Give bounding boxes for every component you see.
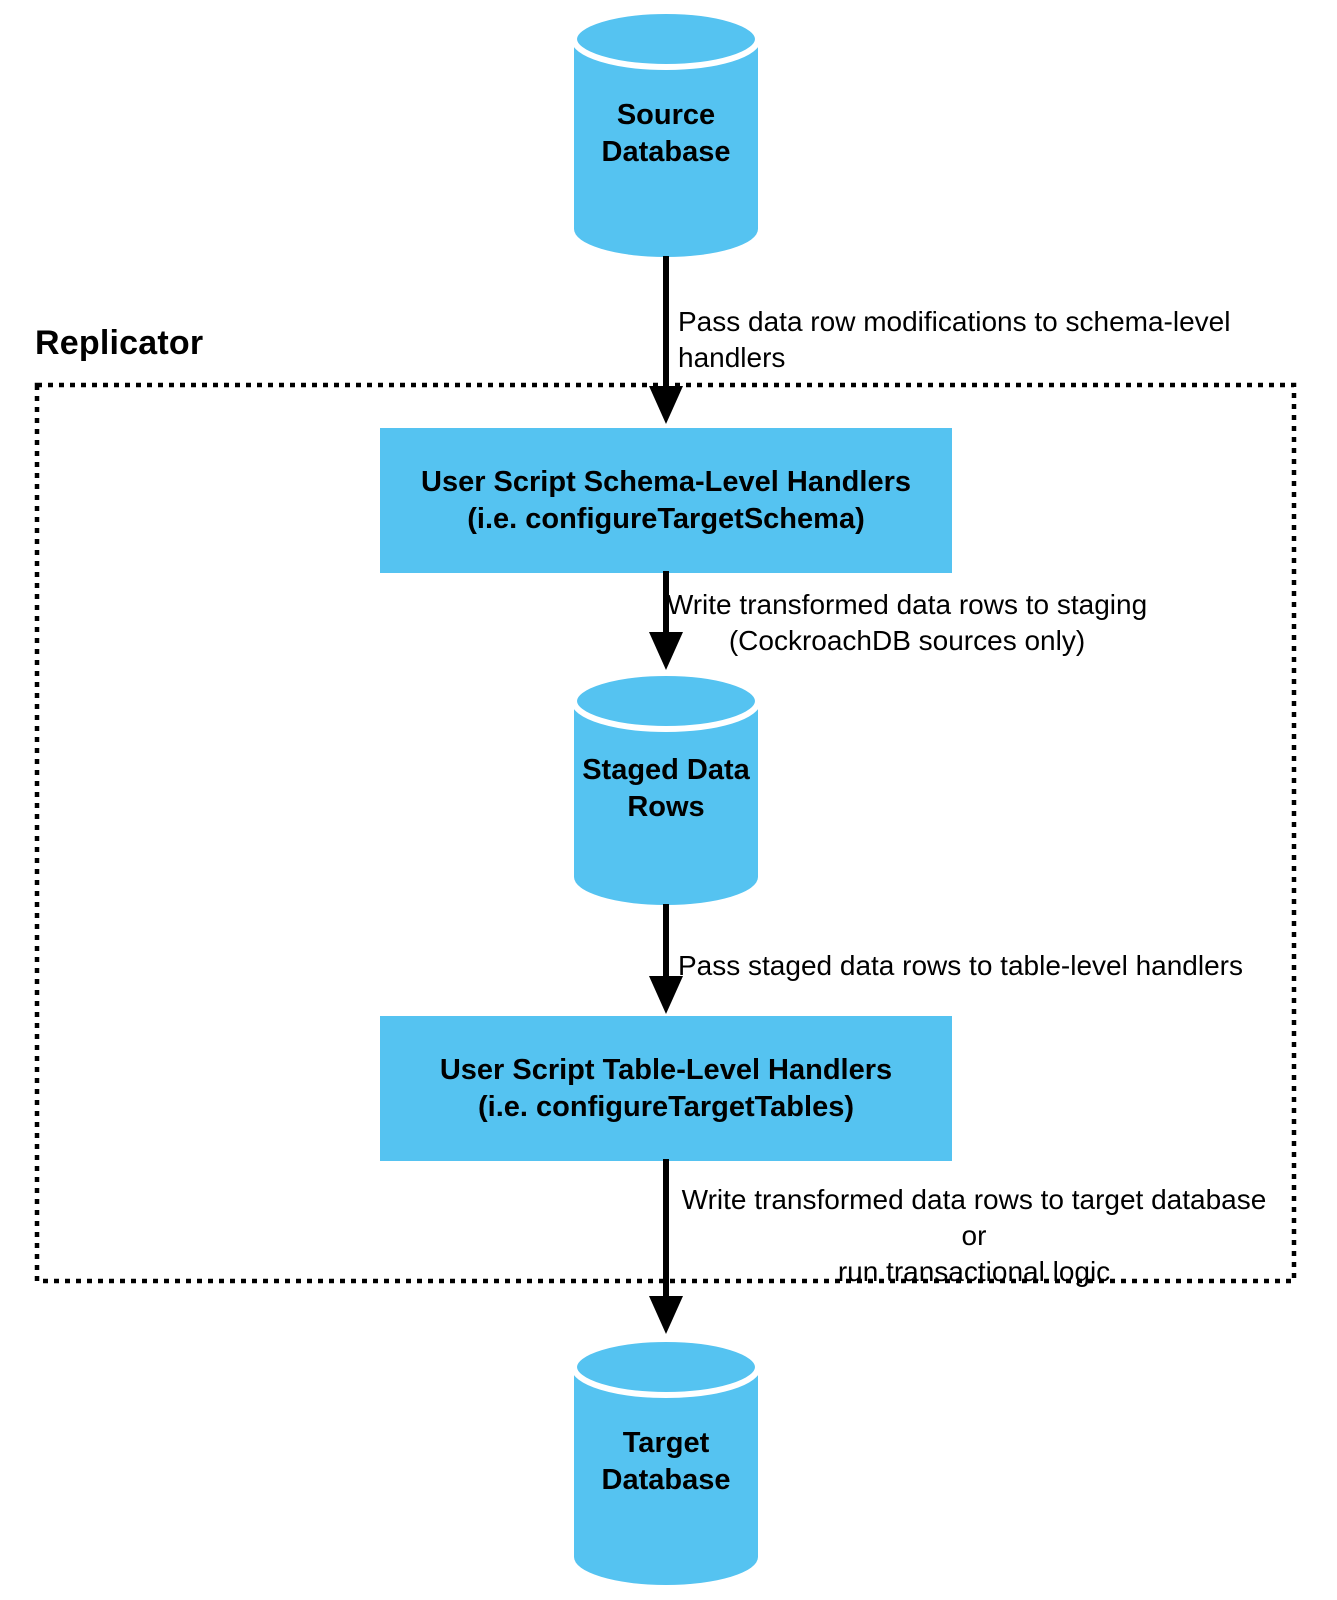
source-database-label: Source Database bbox=[601, 99, 731, 168]
source-database-node: Source Database bbox=[571, 8, 761, 258]
edge-label-pass-row-modifications: Pass data row modifications to schema-le… bbox=[678, 306, 1231, 373]
arrow-table-handlers-to-target bbox=[649, 1159, 683, 1334]
database-cylinder-icon bbox=[571, 670, 761, 905]
arrow-schema-handlers-to-staged bbox=[649, 571, 683, 670]
edge-label-write-to-staging: Write transformed data rows to staging (… bbox=[666, 589, 1148, 656]
staged-data-rows-node: Staged Data Rows bbox=[571, 670, 761, 906]
edge-label-write-to-target: Write transformed data rows to target da… bbox=[681, 1184, 1267, 1287]
database-cylinder-icon bbox=[571, 8, 761, 257]
target-database-node: Target Database bbox=[571, 1336, 761, 1586]
arrow-staged-to-table-handlers bbox=[649, 904, 683, 1014]
schema-level-handlers-node: User Script Schema-Level Handlers (i.e. … bbox=[380, 428, 952, 573]
arrow-source-to-schema-handlers bbox=[649, 256, 683, 424]
database-cylinder-icon bbox=[571, 1336, 761, 1585]
replicator-group-label: Replicator bbox=[35, 324, 204, 362]
target-database-label: Target Database bbox=[601, 1427, 731, 1496]
table-level-handlers-node: User Script Table-Level Handlers (i.e. c… bbox=[380, 1016, 952, 1161]
staged-data-rows-label: Staged Data Rows bbox=[582, 754, 750, 823]
edge-label-pass-staged-rows: Pass staged data rows to table-level han… bbox=[678, 950, 1243, 981]
